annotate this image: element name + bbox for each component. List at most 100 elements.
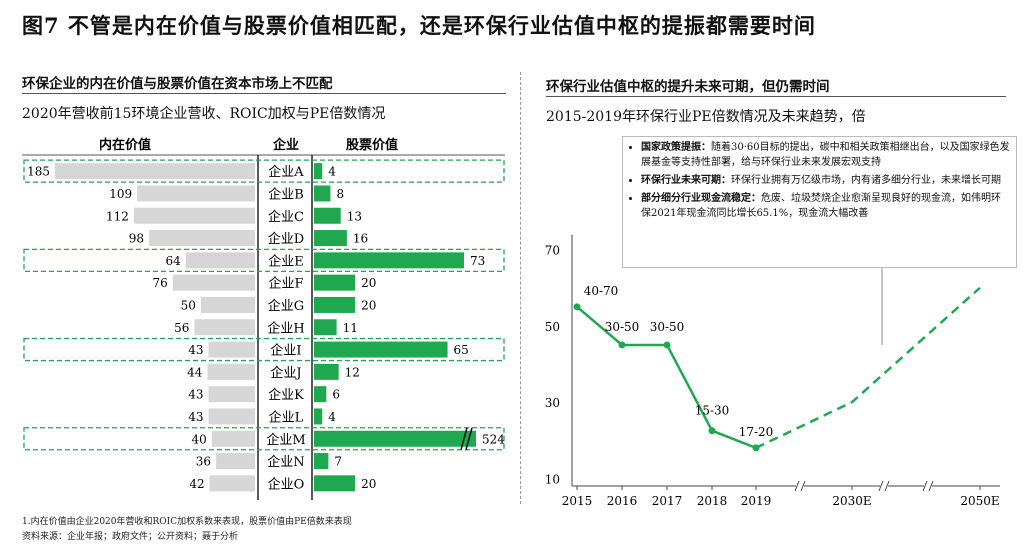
stock-value-label: 6 xyxy=(332,388,340,402)
axis-break-mark xyxy=(878,480,884,492)
axis-break-mark xyxy=(465,427,473,450)
annotation-item: 国家政策提振：随着30·60目标的提出，碳中和相关政策相继出台，以及国家绿色发展… xyxy=(641,140,1010,170)
company-label: 企业O xyxy=(268,476,305,492)
intrinsic-value-label: 43 xyxy=(188,343,203,357)
highlight-box xyxy=(23,337,505,362)
stock-bar xyxy=(314,185,331,202)
annotation-text: 随着30·60目标的提出，碳中和相关政策相继出台，以及国家绿色发展基金等支持性部… xyxy=(641,142,1010,168)
annotation-text: 危废、垃圾焚烧企业愈渐呈现良好的现金流，如伟明环保2021年现金流同比增长65.… xyxy=(641,193,1001,219)
x-tick-label: 2050E xyxy=(960,494,999,508)
company-label: 企业L xyxy=(269,409,304,425)
intrinsic-bar xyxy=(55,163,255,180)
x-tick-label: 2016 xyxy=(607,494,638,508)
pe-point xyxy=(573,303,581,311)
axis-break-mark xyxy=(884,480,890,492)
intrinsic-bar xyxy=(208,386,255,403)
intrinsic-bar xyxy=(208,408,255,425)
intrinsic-bar xyxy=(200,296,255,313)
pe-point xyxy=(708,427,716,435)
left-subtitle: 2020年营收前15环境企业营收、ROIC加权与PE倍数情况 xyxy=(22,106,386,122)
annotation-text: 环保行业拥有万亿级市场，内有诸多细分行业，未来增长可期 xyxy=(731,175,1001,186)
stock-value-label: 73 xyxy=(470,254,485,268)
left-section-rule xyxy=(22,93,506,94)
x-tick-label: 2019 xyxy=(741,494,772,508)
right-section-rule xyxy=(546,96,1006,97)
y-tick-label: 50 xyxy=(545,320,560,334)
pe-range-label: 30-50 xyxy=(605,320,640,334)
highlight-box xyxy=(23,427,505,451)
stock-bar xyxy=(314,341,448,358)
intrinsic-bar xyxy=(149,230,255,247)
intrinsic-value-label: 76 xyxy=(153,276,168,290)
intrinsic-value-label: 44 xyxy=(187,365,203,379)
stock-bar xyxy=(314,475,356,492)
stock-value-label: 8 xyxy=(336,187,344,201)
company-label: 企业G xyxy=(268,298,304,314)
company-label: 企业E xyxy=(268,253,304,269)
axis-break-mark xyxy=(922,480,928,492)
pe-range-label: 30-50 xyxy=(650,320,685,334)
intrinsic-value-label: 50 xyxy=(181,298,196,312)
pe-range-label: 40-70 xyxy=(584,284,619,298)
stock-bar xyxy=(314,163,323,180)
stock-value-label: 4 xyxy=(328,165,336,179)
annotation-heading: 部分细分行业现金流稳定： xyxy=(641,193,761,204)
intrinsic-bar xyxy=(207,363,255,380)
right-section-title: 环保行业估值中枢的提升未来可期，但仍需时间 xyxy=(546,79,830,95)
column-header-stock: 股票价值 xyxy=(346,137,398,153)
intrinsic-bar xyxy=(216,453,255,470)
stock-value-label: 7 xyxy=(334,455,342,469)
x-tick-label: 2030E xyxy=(832,494,871,508)
intrinsic-bar xyxy=(209,475,255,492)
company-label: 企业D xyxy=(268,231,304,247)
intrinsic-value-label: 42 xyxy=(189,477,204,491)
intrinsic-value-label: 56 xyxy=(174,321,189,335)
axis-break-mark xyxy=(800,480,806,492)
company-label: 企业A xyxy=(268,164,304,180)
source-note: 资料来源：企业年报；政府文件；公开资料；聂于分析 xyxy=(22,532,239,542)
stock-value-label: 20 xyxy=(361,276,376,290)
intrinsic-bar xyxy=(137,185,255,202)
intrinsic-bar xyxy=(194,319,255,336)
section-divider xyxy=(520,72,521,504)
stock-bar xyxy=(314,319,337,336)
column-header-company: 企业 xyxy=(272,137,299,153)
right-subtitle: 2015-2019年环保行业PE倍数情况及未来趋势，倍 xyxy=(546,109,866,125)
x-tick-label: 2018 xyxy=(697,494,728,508)
stock-value-label: 16 xyxy=(353,232,368,246)
stock-value-label: 20 xyxy=(361,477,376,491)
company-label: 企业N xyxy=(267,454,304,470)
stock-value-label: 524 xyxy=(482,432,505,446)
stock-value-label: 20 xyxy=(361,298,376,312)
intrinsic-value-label: 185 xyxy=(27,165,50,179)
pe-point xyxy=(618,341,626,349)
highlight-box xyxy=(23,248,505,272)
y-tick-label: 30 xyxy=(545,396,560,410)
pe-line-projection xyxy=(755,286,981,450)
intrinsic-value-label: 43 xyxy=(188,388,203,402)
stock-bar xyxy=(314,430,476,447)
intrinsic-bar xyxy=(185,252,255,269)
stock-bar xyxy=(314,207,341,224)
x-tick-label: 2017 xyxy=(652,494,683,508)
page-title: 图7 不管是内在价值与股票价值相匹配，还是环保行业估值中枢的提振都需要时间 xyxy=(22,13,816,38)
y-tick-label: 10 xyxy=(545,472,560,486)
stock-bar xyxy=(314,386,327,403)
stock-bar xyxy=(314,408,323,425)
stock-bar xyxy=(314,453,329,470)
intrinsic-value-label: 43 xyxy=(188,410,203,424)
intrinsic-bar xyxy=(133,207,255,224)
stock-bar xyxy=(314,252,464,269)
intrinsic-bar xyxy=(211,430,255,447)
axis-break-mark xyxy=(928,480,934,492)
annotation-item: 部分细分行业现金流稳定：危废、垃圾焚烧企业愈渐呈现良好的现金流，如伟明环保202… xyxy=(641,191,1010,221)
pe-range-label: 15-30 xyxy=(695,404,730,418)
annotation-box: 国家政策提振：随着30·60目标的提出，碳中和相关政策相继出台，以及国家绿色发展… xyxy=(622,136,1017,268)
stock-bar xyxy=(314,363,339,380)
company-label: 企业M xyxy=(266,432,305,448)
axis-break-gap xyxy=(796,482,804,490)
stock-bar xyxy=(314,230,347,247)
intrinsic-value-label: 112 xyxy=(106,209,129,223)
